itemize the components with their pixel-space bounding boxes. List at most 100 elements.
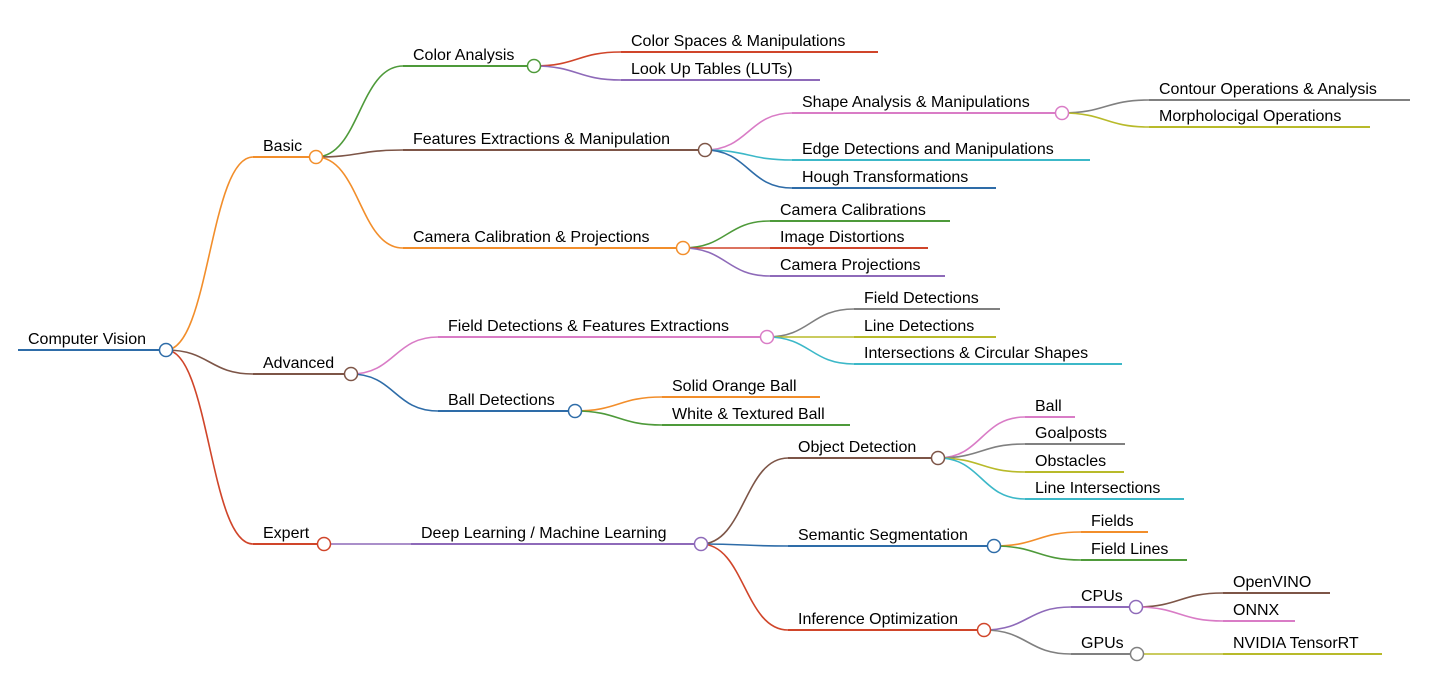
node-marker-features-extractions-and-manipulation[interactable]	[697, 142, 713, 158]
node-intersections-and-circular-shapes: Intersections & Circular Shapes	[854, 345, 1122, 365]
node-nvidia-tensorrt: NVIDIA TensorRT	[1223, 635, 1382, 655]
label-goalposts: Goalposts	[1035, 425, 1107, 442]
label-image-distortions: Image Distortions	[780, 229, 905, 246]
node-marker-computer-vision[interactable]	[158, 342, 174, 358]
node-look-up-tables-luts: Look Up Tables (LUTs)	[621, 61, 820, 81]
node-marker-expert[interactable]	[316, 536, 332, 552]
label-color-analysis: Color Analysis	[413, 47, 514, 64]
label-camera-calibrations: Camera Calibrations	[780, 202, 926, 219]
mindmap-links	[165, 51, 1224, 655]
node-marker-field-detections-and-features-extractions[interactable]	[759, 329, 775, 345]
link-inference-optimization	[700, 543, 789, 631]
label-field-detections-and-features-extractions: Field Detections & Features Extractions	[448, 318, 729, 335]
link-intersections-and-circular-shapes	[766, 336, 855, 365]
label-ball: Ball	[1035, 398, 1062, 415]
node-marker-basic[interactable]	[308, 149, 324, 165]
label-field-detections: Field Detections	[864, 290, 979, 307]
node-marker-object-detection[interactable]	[930, 450, 946, 466]
link-camera-calibrations	[682, 220, 771, 249]
label-deep-learning-machine-learning: Deep Learning / Machine Learning	[421, 525, 667, 542]
label-contour-operations-and-analysis: Contour Operations & Analysis	[1159, 81, 1377, 98]
link-color-spaces-and-manipulations	[533, 51, 622, 67]
node-field-lines: Field Lines	[1081, 541, 1187, 561]
node-marker-inference-optimization[interactable]	[976, 622, 992, 638]
label-features-extractions-and-manipulation: Features Extractions & Manipulation	[413, 131, 670, 148]
link-onnx	[1135, 606, 1224, 622]
node-marker-deep-learning-machine-learning[interactable]	[693, 536, 709, 552]
link-cpus	[983, 606, 1072, 631]
node-marker-ball-detections[interactable]	[567, 403, 583, 419]
node-inference-optimization: Inference Optimization	[788, 611, 992, 638]
label-camera-calibration-and-projections: Camera Calibration & Projections	[413, 229, 650, 246]
node-marker-camera-calibration-and-projections[interactable]	[675, 240, 691, 256]
link-features-extractions-and-manipulation	[315, 149, 404, 158]
label-nvidia-tensorrt: NVIDIA TensorRT	[1233, 635, 1359, 652]
link-camera-projections	[682, 247, 771, 277]
node-gpus: GPUs	[1071, 635, 1145, 662]
label-cpus: CPUs	[1081, 588, 1123, 605]
link-color-analysis	[315, 65, 404, 158]
label-color-spaces-and-manipulations: Color Spaces & Manipulations	[631, 33, 845, 50]
link-hough-transformations	[704, 149, 793, 189]
node-marker-semantic-segmentation[interactable]	[986, 538, 1002, 554]
link-semantic-segmentation	[700, 543, 789, 547]
node-advanced: Advanced	[253, 355, 359, 382]
link-fields	[993, 531, 1082, 547]
node-features-extractions-and-manipulation: Features Extractions & Manipulation	[403, 131, 713, 158]
link-field-lines	[993, 545, 1082, 561]
node-deep-learning-machine-learning: Deep Learning / Machine Learning	[411, 525, 709, 552]
node-fields: Fields	[1081, 513, 1148, 533]
node-marker-color-analysis[interactable]	[526, 58, 542, 74]
link-morpholocigal-operations	[1061, 112, 1150, 128]
label-intersections-and-circular-shapes: Intersections & Circular Shapes	[864, 345, 1088, 362]
node-hough-transformations: Hough Transformations	[792, 169, 996, 189]
label-look-up-tables-luts: Look Up Tables (LUTs)	[631, 61, 793, 78]
link-openvino	[1135, 592, 1224, 608]
label-ball-detections: Ball Detections	[448, 392, 555, 409]
node-expert: Expert	[253, 525, 332, 552]
link-ball	[937, 416, 1026, 459]
node-camera-calibrations: Camera Calibrations	[770, 202, 950, 222]
label-openvino: OpenVINO	[1233, 574, 1311, 591]
node-camera-projections: Camera Projections	[770, 257, 945, 277]
label-camera-projections: Camera Projections	[780, 257, 921, 274]
node-solid-orange-ball: Solid Orange Ball	[662, 378, 820, 398]
node-basic: Basic	[253, 138, 324, 165]
label-inference-optimization: Inference Optimization	[798, 611, 958, 628]
label-line-detections: Line Detections	[864, 318, 974, 335]
label-onnx: ONNX	[1233, 602, 1280, 619]
label-shape-analysis-and-manipulations: Shape Analysis & Manipulations	[802, 94, 1030, 111]
link-solid-orange-ball	[574, 396, 663, 412]
node-marker-cpus[interactable]	[1128, 599, 1144, 615]
link-advanced	[165, 349, 254, 375]
node-line-intersections: Line Intersections	[1025, 480, 1184, 500]
link-look-up-tables-luts	[533, 65, 622, 81]
node-field-detections: Field Detections	[854, 290, 1000, 310]
node-white-and-textured-ball: White & Textured Ball	[662, 406, 850, 426]
link-object-detection	[700, 457, 789, 545]
node-marker-advanced[interactable]	[343, 366, 359, 382]
node-color-spaces-and-manipulations: Color Spaces & Manipulations	[621, 33, 878, 53]
node-obstacles: Obstacles	[1025, 453, 1124, 473]
link-line-intersections	[937, 457, 1026, 500]
node-openvino: OpenVINO	[1223, 574, 1330, 594]
node-marker-gpus[interactable]	[1129, 646, 1145, 662]
label-edge-detections-and-manipulations: Edge Detections and Manipulations	[802, 141, 1054, 158]
node-ball: Ball	[1025, 398, 1075, 418]
node-shape-analysis-and-manipulations: Shape Analysis & Manipulations	[792, 94, 1070, 121]
label-field-lines: Field Lines	[1091, 541, 1168, 558]
label-white-and-textured-ball: White & Textured Ball	[672, 406, 825, 423]
node-onnx: ONNX	[1223, 602, 1295, 622]
link-gpus	[983, 629, 1072, 655]
node-color-analysis: Color Analysis	[403, 47, 542, 74]
link-field-detections	[766, 308, 855, 338]
link-white-and-textured-ball	[574, 410, 663, 426]
node-edge-detections-and-manipulations: Edge Detections and Manipulations	[792, 141, 1090, 161]
node-marker-shape-analysis-and-manipulations[interactable]	[1054, 105, 1070, 121]
label-morpholocigal-operations: Morpholocigal Operations	[1159, 108, 1341, 125]
link-shape-analysis-and-manipulations	[704, 112, 793, 151]
label-expert: Expert	[263, 525, 310, 542]
link-contour-operations-and-analysis	[1061, 99, 1150, 114]
